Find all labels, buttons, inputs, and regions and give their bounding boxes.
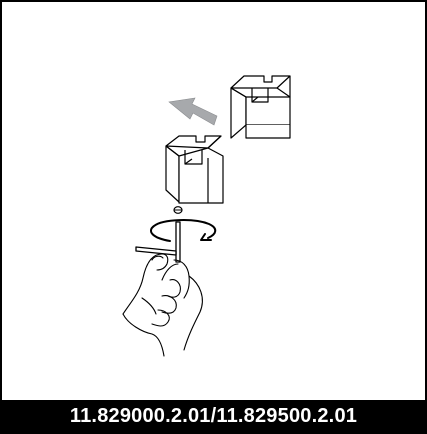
- assembly-illustration: [2, 2, 425, 400]
- screw-icon: [174, 207, 182, 214]
- part-number-banner: 11.829000.2.01/11.829500.2.01: [2, 400, 425, 432]
- hand-icon: [123, 254, 202, 356]
- part-number-label: 11.829000.2.01/11.829500.2.01: [70, 405, 357, 428]
- lower-block-icon: [166, 136, 223, 203]
- upper-block-icon: [231, 76, 290, 138]
- rotation-arrow-icon: [151, 220, 215, 241]
- direction-arrow-icon: [169, 98, 217, 125]
